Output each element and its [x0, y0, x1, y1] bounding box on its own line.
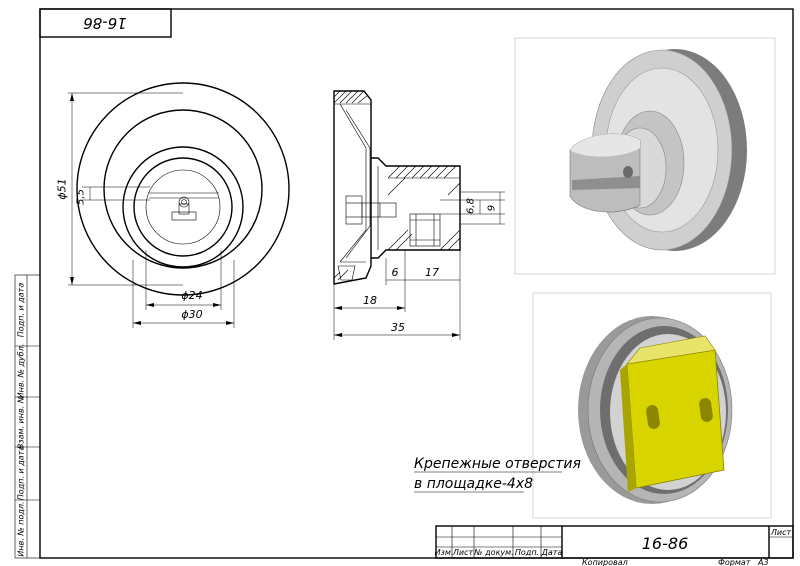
tb-header-date: Дата: [541, 548, 563, 557]
side-cell-sign-date-2: Подп. и дата: [17, 446, 26, 501]
dim-s9: 9: [487, 205, 498, 211]
tb-copied-label: Копировал: [582, 558, 628, 566]
note-line-1: Крепежные отверстия: [414, 456, 581, 472]
dim-d30: ϕ30: [181, 308, 202, 321]
tb-header-sign: Подп.: [515, 548, 539, 557]
tb-header-change: Изм.: [435, 548, 454, 557]
tb-format-label: Формат: [718, 558, 751, 566]
dim-s18: 18: [363, 294, 377, 307]
note-line-2: в площадке-4х8: [414, 476, 533, 492]
side-strip: Подп. и дата Инв. № дубл. Взам. инв. № П…: [14, 274, 41, 559]
dim-s35: 35: [391, 321, 405, 334]
front-view: [76, 82, 290, 296]
title-drawing-number: 16-86: [642, 534, 689, 553]
dim-d51: ϕ51: [56, 178, 69, 199]
render-view-bracket: [532, 292, 772, 519]
title-block: Изм. Лист № докум. Подп. Дата 16-86 Лист…: [435, 525, 794, 566]
side-dimensions: 6,8 9 6 17 18 35: [333, 191, 505, 340]
dim-s6: 6: [392, 266, 399, 279]
dim-s6-8: 6,8: [466, 198, 477, 214]
top-drawing-number: 16-86: [83, 14, 127, 32]
front-dimensions: ϕ51 5,5 ϕ24 ϕ30: [56, 92, 235, 328]
side-cell-orig-inv: Инв. № подл.: [17, 501, 26, 556]
side-view: [333, 90, 461, 285]
tb-header-doc: № докум.: [473, 548, 513, 557]
dim-s17: 17: [425, 266, 439, 279]
tb-sheet-label: Лист: [770, 528, 792, 537]
fastening-note: Крепежные отверстия в площадке-4х8: [414, 456, 581, 493]
tb-format-value: А3: [757, 558, 769, 566]
side-cell-dup-inv: Инв. № дубл.: [17, 344, 26, 399]
side-cell-sign-date-1: Подп. и дата: [17, 283, 26, 338]
side-cell-replace-inv: Взам. инв. №: [17, 395, 26, 449]
dim-d24: ϕ24: [181, 289, 202, 302]
dim-d5-5: 5,5: [76, 189, 87, 205]
top-number-box: 16-86: [39, 8, 172, 38]
render-view-hub: [514, 37, 776, 275]
tb-header-sheet: Лист: [452, 548, 474, 557]
